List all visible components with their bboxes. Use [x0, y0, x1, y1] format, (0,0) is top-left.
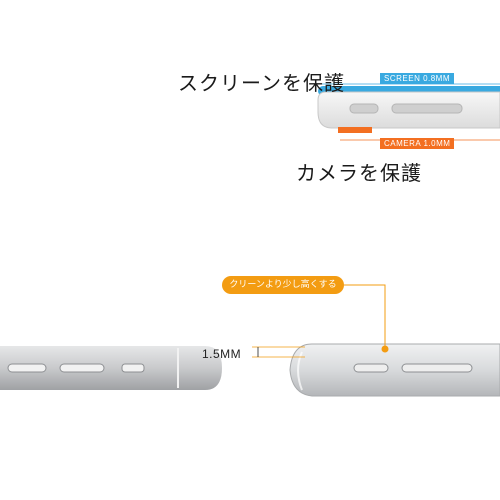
camera-protect-label: カメラを保護: [296, 161, 422, 185]
measurement-bracket: [252, 346, 305, 358]
screen-protect-label: スクリーンを保護: [178, 71, 345, 95]
phone-button-1: [7, 363, 47, 373]
bottom-phone-side: [0, 346, 222, 390]
callout-connector: [343, 284, 386, 347]
phone-body: [0, 346, 222, 390]
camera-thickness-tag: CAMERA 1.0MM: [380, 138, 455, 149]
button-slot-2: [391, 103, 463, 114]
case-button-2: [401, 363, 473, 373]
phone-button-2: [59, 363, 105, 373]
case-button-1: [353, 363, 389, 373]
bottom-clear-case: [289, 343, 500, 397]
camera-lip-orange: [338, 127, 372, 133]
lip-marker: [381, 345, 389, 353]
phone-switch: [121, 363, 145, 373]
top-case-detail: [317, 83, 500, 141]
raised-lip-callout: クリーンより少し高くする: [222, 276, 344, 294]
screen-thickness-tag: SCREEN 0.8MM: [380, 73, 455, 84]
button-slot-1: [349, 103, 379, 114]
lip-height-measurement: 1.5MM: [202, 347, 242, 361]
